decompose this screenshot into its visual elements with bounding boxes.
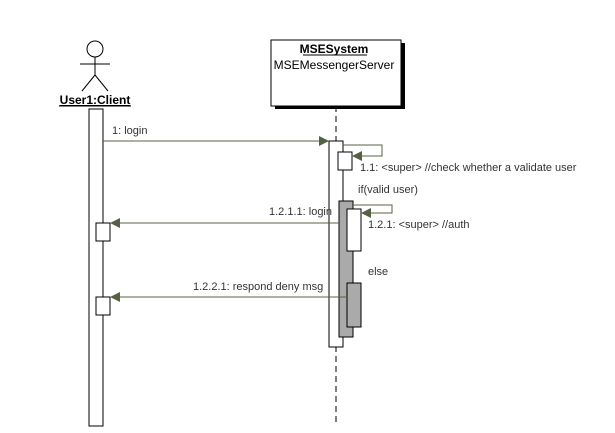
- actor-reply-box-deny: [95, 296, 111, 316]
- auth-self-arrow: [353, 204, 393, 218]
- auth-label: 1.2.1: <super> //auth: [368, 219, 470, 231]
- actor-activation-bar: [88, 108, 104, 427]
- actor-label: User1:Client: [60, 93, 131, 107]
- check-label: 1.1: <super> //check whether a validate …: [360, 162, 577, 174]
- if-valid-label: if(valid user): [358, 184, 418, 196]
- check-self-arrow: [343, 144, 383, 161]
- system-subtitle: MSEMessengerServer: [274, 58, 395, 72]
- auth-activation-bar: [346, 208, 362, 252]
- actor-icon: [80, 40, 110, 92]
- login-label: 1: login: [112, 125, 147, 137]
- deny-label: 1.2.2.1: respond deny msg: [193, 281, 323, 293]
- actor-reply-box-login: [95, 222, 111, 242]
- check-activation-bar: [337, 151, 353, 171]
- system-title: MSESystem: [300, 42, 369, 56]
- else-activation-bar: [346, 282, 362, 328]
- else-label: else: [368, 266, 388, 278]
- login-response-label: 1.2.1.1: login: [269, 206, 332, 218]
